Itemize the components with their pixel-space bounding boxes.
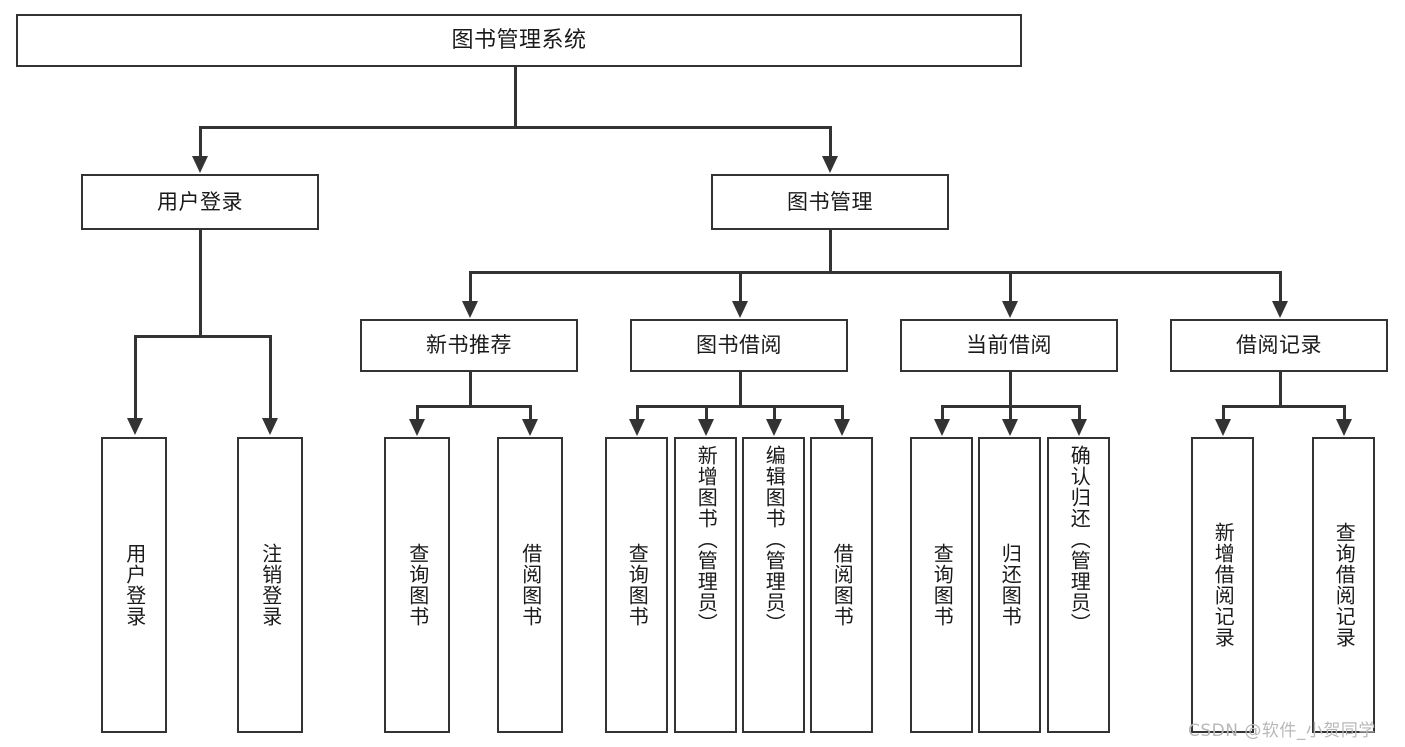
- node-label: 新增图书（管理员）: [694, 445, 719, 634]
- connector-drop-user-login: [199, 126, 202, 158]
- arrowhead-leaf-query-book-2: [629, 419, 645, 436]
- node-book-borrowing[interactable]: 图书借阅: [630, 319, 848, 372]
- node-label: 查询图书: [405, 543, 430, 627]
- node-label: 当前借阅: [966, 333, 1052, 358]
- node-label: 图书借阅: [696, 333, 782, 358]
- connector-drop-book-borrow: [739, 271, 742, 303]
- connector-drop-leaf-borrow-book-1: [529, 405, 532, 422]
- connector-drop-current-borrow: [1009, 271, 1012, 303]
- arrowhead-leaf-edit-book: [766, 419, 782, 436]
- arrowhead-leaf-query-book-3: [934, 419, 950, 436]
- leaf-query-book-new-rec[interactable]: 查询图书: [384, 437, 450, 733]
- connector-drop-leaf-edit-book: [773, 405, 776, 422]
- connector-user-login-stem: [199, 230, 202, 335]
- connector-drop-leaf-confirm-return: [1078, 405, 1081, 422]
- arrowhead-leaf-user-logout: [262, 418, 278, 435]
- arrowhead-leaf-user-login: [127, 418, 143, 435]
- node-current-borrowing[interactable]: 当前借阅: [900, 319, 1118, 372]
- connector-user-login-bus: [134, 335, 271, 338]
- connector-root-stem: [514, 67, 517, 126]
- watermark-text: CSDN @软件_小贺同学: [1188, 721, 1376, 741]
- arrowhead-leaf-add-book: [698, 419, 714, 436]
- arrowhead-book-borrow: [732, 301, 748, 318]
- arrowhead-borrow-record: [1272, 301, 1288, 318]
- arrowhead-leaf-return-book: [1002, 419, 1018, 436]
- node-label: 借阅记录: [1236, 333, 1322, 358]
- connector-drop-new-book-rec: [469, 271, 472, 303]
- leaf-return-book[interactable]: 归还图书: [978, 437, 1041, 733]
- leaf-borrow-book-borrow[interactable]: 借阅图书: [810, 437, 873, 733]
- arrowhead-user-login: [192, 156, 208, 173]
- arrowhead-leaf-query-record: [1336, 419, 1352, 436]
- node-borrowing-record[interactable]: 借阅记录: [1170, 319, 1388, 372]
- leaf-confirm-return-admin[interactable]: 确认归还（管理员）: [1047, 437, 1110, 733]
- connector-drop-leaf-borrow-book-2: [841, 405, 844, 422]
- arrowhead-current-borrow: [1002, 301, 1018, 318]
- connector-drop-leaf-query-book-1: [416, 405, 419, 422]
- leaf-add-book-admin[interactable]: 新增图书（管理员）: [674, 437, 737, 733]
- connector-drop-leaf-query-book-3: [941, 405, 944, 422]
- connector-borrow-record-stem: [1279, 372, 1282, 406]
- connector-book-borrow-stem: [739, 372, 742, 406]
- node-label: 编辑图书（管理员）: [762, 445, 787, 634]
- leaf-query-borrow-record[interactable]: 查询借阅记录: [1312, 437, 1375, 733]
- node-user-login[interactable]: 用户登录: [81, 174, 319, 230]
- node-label: 查询借阅记录: [1332, 522, 1357, 648]
- arrowhead-leaf-confirm-return: [1071, 419, 1087, 436]
- node-label: 用户登录: [157, 189, 243, 214]
- node-label: 借阅图书: [830, 543, 855, 627]
- connector-book-manage-stem: [829, 230, 832, 272]
- leaf-edit-book-admin[interactable]: 编辑图书（管理员）: [742, 437, 805, 733]
- node-label: 查询图书: [930, 543, 955, 627]
- leaf-user-logout[interactable]: 注销登录: [237, 437, 303, 733]
- connector-borrow-record-bus: [1222, 405, 1345, 408]
- node-label: 归还图书: [998, 543, 1023, 627]
- leaf-user-login[interactable]: 用户登录: [101, 437, 167, 733]
- node-book-management[interactable]: 图书管理: [711, 174, 949, 230]
- connector-new-book-rec-stem: [469, 372, 472, 406]
- connector-current-borrow-stem: [1009, 372, 1012, 406]
- node-label: 新书推荐: [426, 333, 512, 358]
- connector-drop-leaf-return-book: [1009, 405, 1012, 422]
- arrowhead-leaf-borrow-book-1: [522, 419, 538, 436]
- connector-level2-bus: [469, 271, 1281, 274]
- connector-drop-borrow-record: [1279, 271, 1282, 303]
- node-label: 注销登录: [258, 543, 283, 627]
- leaf-query-book-borrow[interactable]: 查询图书: [605, 437, 668, 733]
- node-label: 图书管理系统: [451, 27, 587, 53]
- connector-drop-leaf-query-record: [1343, 405, 1346, 422]
- connector-drop-leaf-query-book-2: [636, 405, 639, 422]
- arrowhead-leaf-borrow-book-2: [834, 419, 850, 436]
- connector-drop-leaf-add-book: [705, 405, 708, 422]
- node-book-management-system[interactable]: 图书管理系统: [16, 14, 1022, 67]
- node-label: 借阅图书: [518, 543, 543, 627]
- connector-drop-book-manage: [829, 126, 832, 158]
- node-label: 查询图书: [625, 543, 650, 627]
- node-label: 新增借阅记录: [1211, 522, 1236, 648]
- node-new-book-recommendation[interactable]: 新书推荐: [360, 319, 578, 372]
- connector-drop-leaf-user-login: [134, 335, 137, 420]
- node-label: 用户登录: [122, 543, 147, 627]
- arrowhead-new-book-rec: [462, 301, 478, 318]
- leaf-query-book-current[interactable]: 查询图书: [910, 437, 973, 733]
- connector-new-book-rec-bus: [416, 405, 531, 408]
- leaf-add-borrow-record[interactable]: 新增借阅记录: [1191, 437, 1254, 733]
- node-label: 图书管理: [787, 189, 873, 214]
- connector-drop-leaf-add-record: [1222, 405, 1225, 422]
- leaf-borrow-book-new-rec[interactable]: 借阅图书: [497, 437, 563, 733]
- node-label: 确认归还（管理员）: [1067, 445, 1092, 634]
- arrowhead-leaf-add-record: [1215, 419, 1231, 436]
- arrowhead-book-manage: [822, 156, 838, 173]
- connector-level1-bus: [199, 126, 831, 129]
- connector-drop-leaf-user-logout: [269, 335, 272, 420]
- connector-book-borrow-bus: [636, 405, 843, 408]
- csdn-watermark: CSDN @软件_小贺同学: [1188, 716, 1376, 741]
- arrowhead-leaf-query-book-1: [409, 419, 425, 436]
